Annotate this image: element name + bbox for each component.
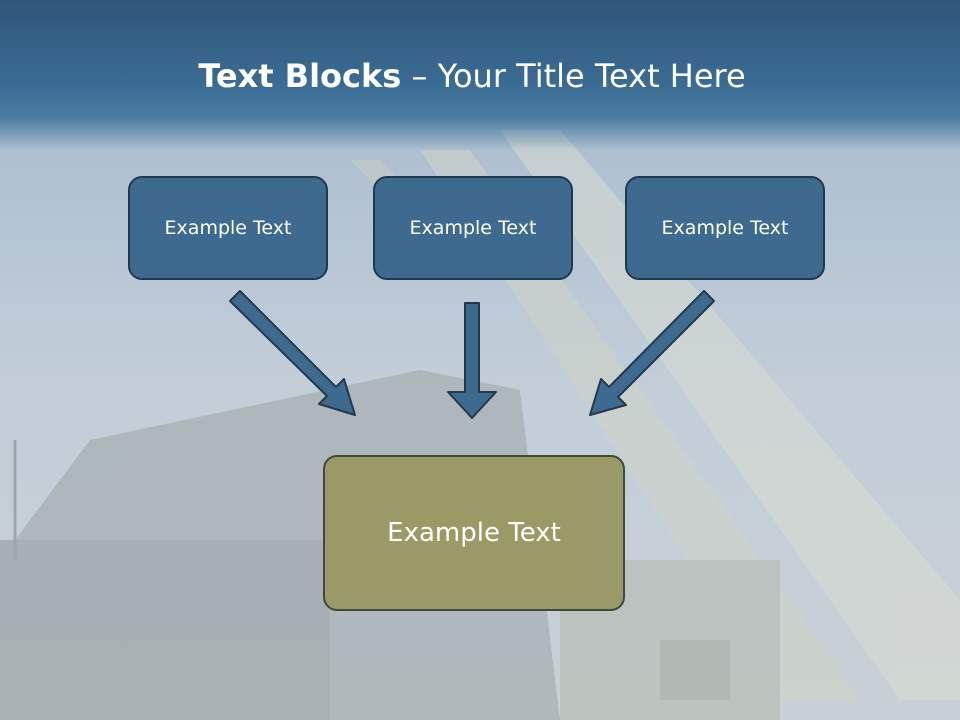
vehicle-lower [0, 540, 330, 720]
title-rest: Your Title Text Here [437, 57, 746, 95]
vehicle-grille [660, 640, 730, 700]
title-dash: – [401, 57, 438, 95]
title-bold: Text Blocks [198, 57, 402, 95]
title-band [0, 0, 960, 150]
text-block-1: Example Text [128, 176, 328, 280]
arrow-right [589, 290, 715, 416]
text-block-3: Example Text [625, 176, 825, 280]
text-block-2: Example Text [373, 176, 573, 280]
text-block-main: Example Text [323, 455, 625, 611]
arrow-center [447, 302, 497, 419]
page-title: Text Blocks – Your Title Text Here [0, 56, 944, 96]
arrow-left [229, 290, 356, 416]
missile-body-right [500, 130, 960, 700]
